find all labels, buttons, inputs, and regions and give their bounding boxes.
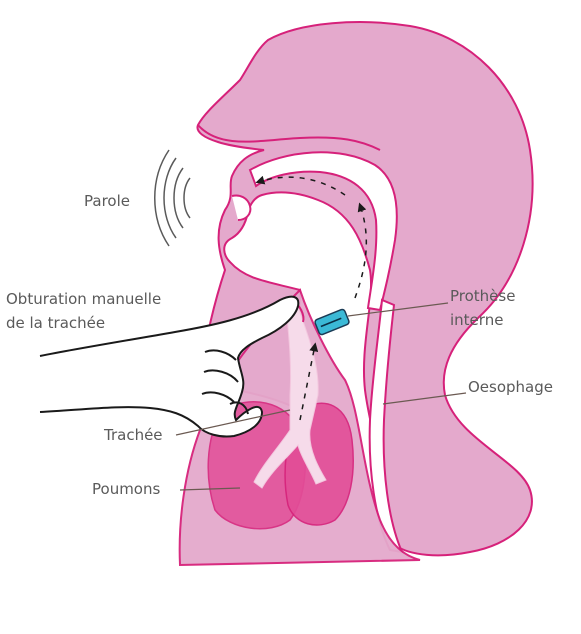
label-poumons: Poumons: [92, 480, 160, 498]
label-prothese-line2: interne: [450, 311, 503, 329]
voice-prosthesis: [314, 309, 350, 336]
label-obturation-line1: Obturation manuelle: [6, 290, 161, 308]
label-obturation-line2: de la trachée: [6, 314, 105, 332]
label-parole: Parole: [84, 192, 130, 210]
label-trachee: Trachée: [103, 426, 163, 444]
label-prothese-line1: Prothèse: [450, 287, 515, 305]
sound-waves-icon: [155, 150, 190, 246]
label-oesophage: Oesophage: [468, 378, 553, 396]
